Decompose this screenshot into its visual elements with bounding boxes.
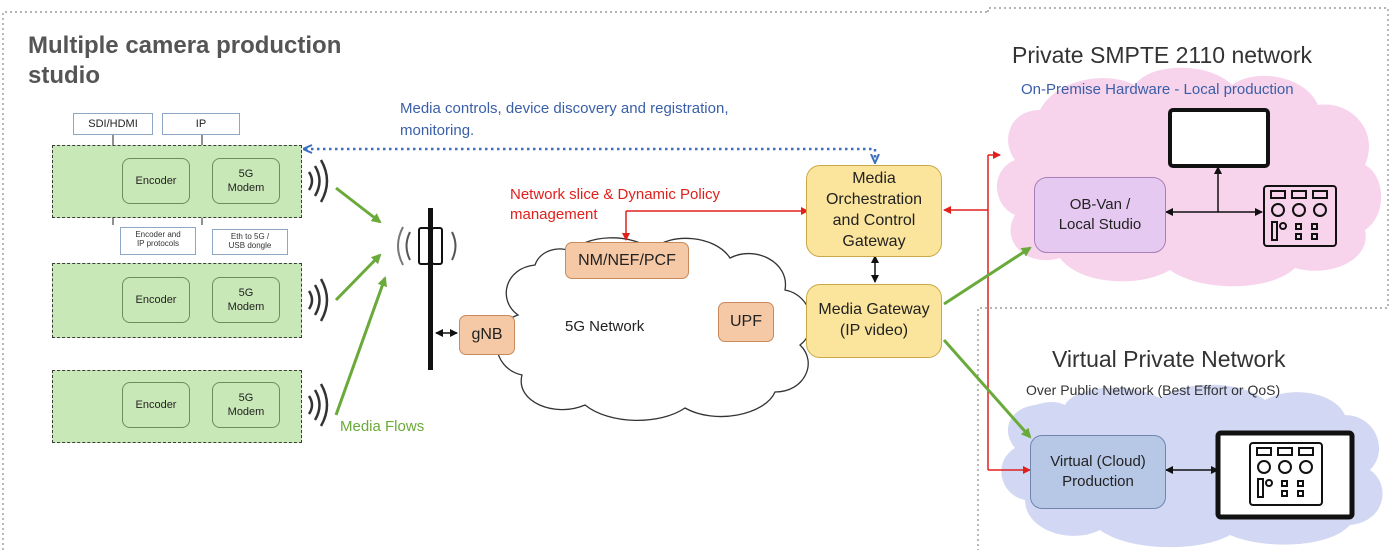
media-flows-label: Media Flows (340, 418, 425, 435)
ob-van-box: OB-Van / Local Studio (1034, 177, 1166, 253)
modem-label-bottom: Modem (227, 182, 265, 194)
monitor-icon (1168, 108, 1270, 168)
note-eth-line1: Eth to 5G / (230, 232, 270, 241)
private-network-title: Private SMPTE 2110 network (1012, 42, 1312, 68)
cell-tower-icon (397, 208, 457, 370)
5g-network-label: 5G Network (565, 318, 645, 335)
orchestration-line3: and Control (832, 212, 916, 229)
vpn-title: Virtual Private Network (1052, 346, 1286, 372)
gnb-box: gNB (459, 315, 515, 355)
media-controls-arrow (305, 149, 875, 162)
modem-2: 5G Modem (212, 277, 280, 323)
studio-title-line2: studio (28, 62, 100, 89)
media-gateway-box: Media Gateway (IP video) (806, 284, 942, 358)
sdi-hdmi-label: SDI/HDMI (73, 113, 153, 135)
encoder-label: Encoder (135, 293, 177, 306)
mixing-console-icon (1263, 185, 1337, 247)
orchestration-line2: Orchestration (825, 191, 923, 209)
virtual-production-line1: Virtual (Cloud) (1050, 452, 1146, 470)
orchestration-line1: Media (852, 170, 896, 188)
encoder-1: Encoder (122, 158, 190, 204)
note-eth-line2: USB dongle (228, 241, 272, 251)
tablet-console-icon (1215, 430, 1355, 520)
encoder-label: Encoder (135, 398, 177, 411)
encoder-2: Encoder (122, 277, 190, 323)
modem-label-bottom: Modem (227, 406, 265, 418)
upf-box: UPF (718, 302, 774, 342)
ob-van-line2: Local Studio (1058, 216, 1142, 233)
media-gateway-line2: (IP video) (839, 322, 909, 339)
note-eth-usb: Eth to 5G /USB dongle (212, 229, 288, 255)
network-slice-line1: Network slice & Dynamic Policy (510, 186, 721, 203)
network-slice-line2: management (510, 206, 598, 223)
media-gateway-line1: Media Gateway (818, 301, 930, 319)
black-connectors (435, 166, 1263, 474)
virtual-production-line2: Production (1062, 473, 1134, 490)
network-slice-arrows (622, 151, 1031, 474)
note-encoder-line1: Encoder and (135, 230, 181, 239)
modem-3: 5G Modem (212, 382, 280, 428)
wireless-signal-icon (307, 159, 329, 427)
note-encoder-line2: IP protocols (136, 239, 180, 249)
modem-label-top: 5G (238, 391, 254, 404)
modem-label-top: 5G (238, 167, 254, 180)
modem-label-bottom: Modem (227, 301, 265, 313)
encoder-3: Encoder (122, 382, 190, 428)
orchestration-line4: Gateway (842, 232, 906, 250)
vpn-subtitle: Over Public Network (Best Effort or QoS) (1026, 382, 1281, 398)
ip-label: IP (162, 113, 240, 135)
media-orchestration-box: Media Orchestration and Control Gateway (806, 165, 942, 257)
media-controls-line2: monitoring. (400, 122, 475, 139)
nm-nef-pcf-box: NM/NEF/PCF (565, 242, 689, 279)
encoder-label: Encoder (135, 174, 177, 187)
virtual-cloud-production-box: Virtual (Cloud) Production (1030, 435, 1166, 509)
private-network-subtitle: On-Premise Hardware - Local production (1021, 81, 1294, 98)
ob-van-line1: OB-Van / (1069, 195, 1131, 213)
modem-1: 5G Modem (212, 158, 280, 204)
media-controls-line1: Media controls, device discovery and reg… (400, 100, 729, 117)
media-flow-arrows (334, 186, 1032, 439)
modem-label-top: 5G (238, 286, 254, 299)
studio-title-line1: Multiple camera production (28, 32, 342, 59)
